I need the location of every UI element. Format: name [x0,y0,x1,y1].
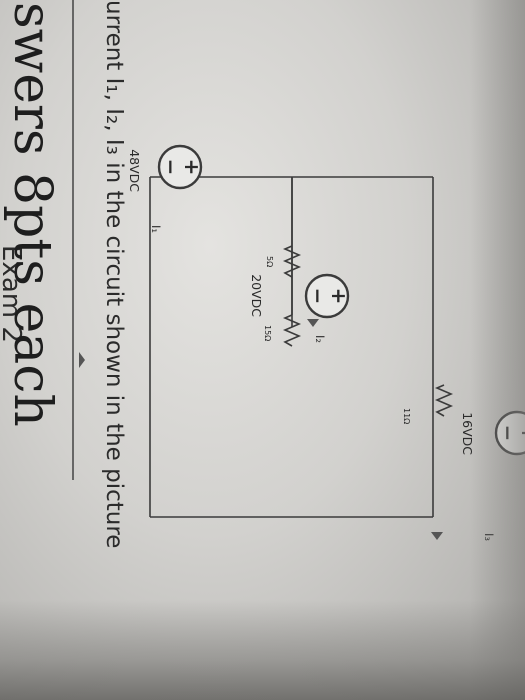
source-20vdc-plus: + [327,288,351,305]
source-20vdc-circle [304,273,350,319]
source-20vdc: + − 20VDC [249,273,351,319]
current-label-2: I₂ [313,335,327,343]
resistor-top-left [282,245,302,278]
resistor-label-middle: 15Ω [263,325,272,341]
resistor-middle [282,314,302,347]
resistor-label-top-left: 5Ω [265,256,274,267]
page-shadow-right [470,0,525,700]
source-20vdc-minus: − [306,288,330,305]
resistor-top-right [434,384,454,417]
current-arrow-3 [431,532,443,540]
resistor-label-top-right: 11Ω [402,408,411,424]
page-shadow-bottom [0,600,525,700]
section-heading: swers 8pts each [2,2,62,427]
current-label-1: I₁ [149,225,163,233]
source-48vdc: + − 48VDC [127,144,204,192]
source-48vdc-label: 48VDC [127,149,142,192]
question-text: urrent I₁, I₂, I₃ in the circuit shown i… [101,0,127,548]
source-48vdc-plus: + [180,159,204,176]
current-arrow-1 [79,352,85,368]
source-48vdc-circle [157,144,203,190]
source-48vdc-minus: − [159,159,183,176]
circuit-diagram [79,176,454,540]
source-20vdc-label: 20VDC [249,274,264,317]
current-arrow-2 [307,319,319,327]
top-fragment: Exam 2 [0,245,26,343]
